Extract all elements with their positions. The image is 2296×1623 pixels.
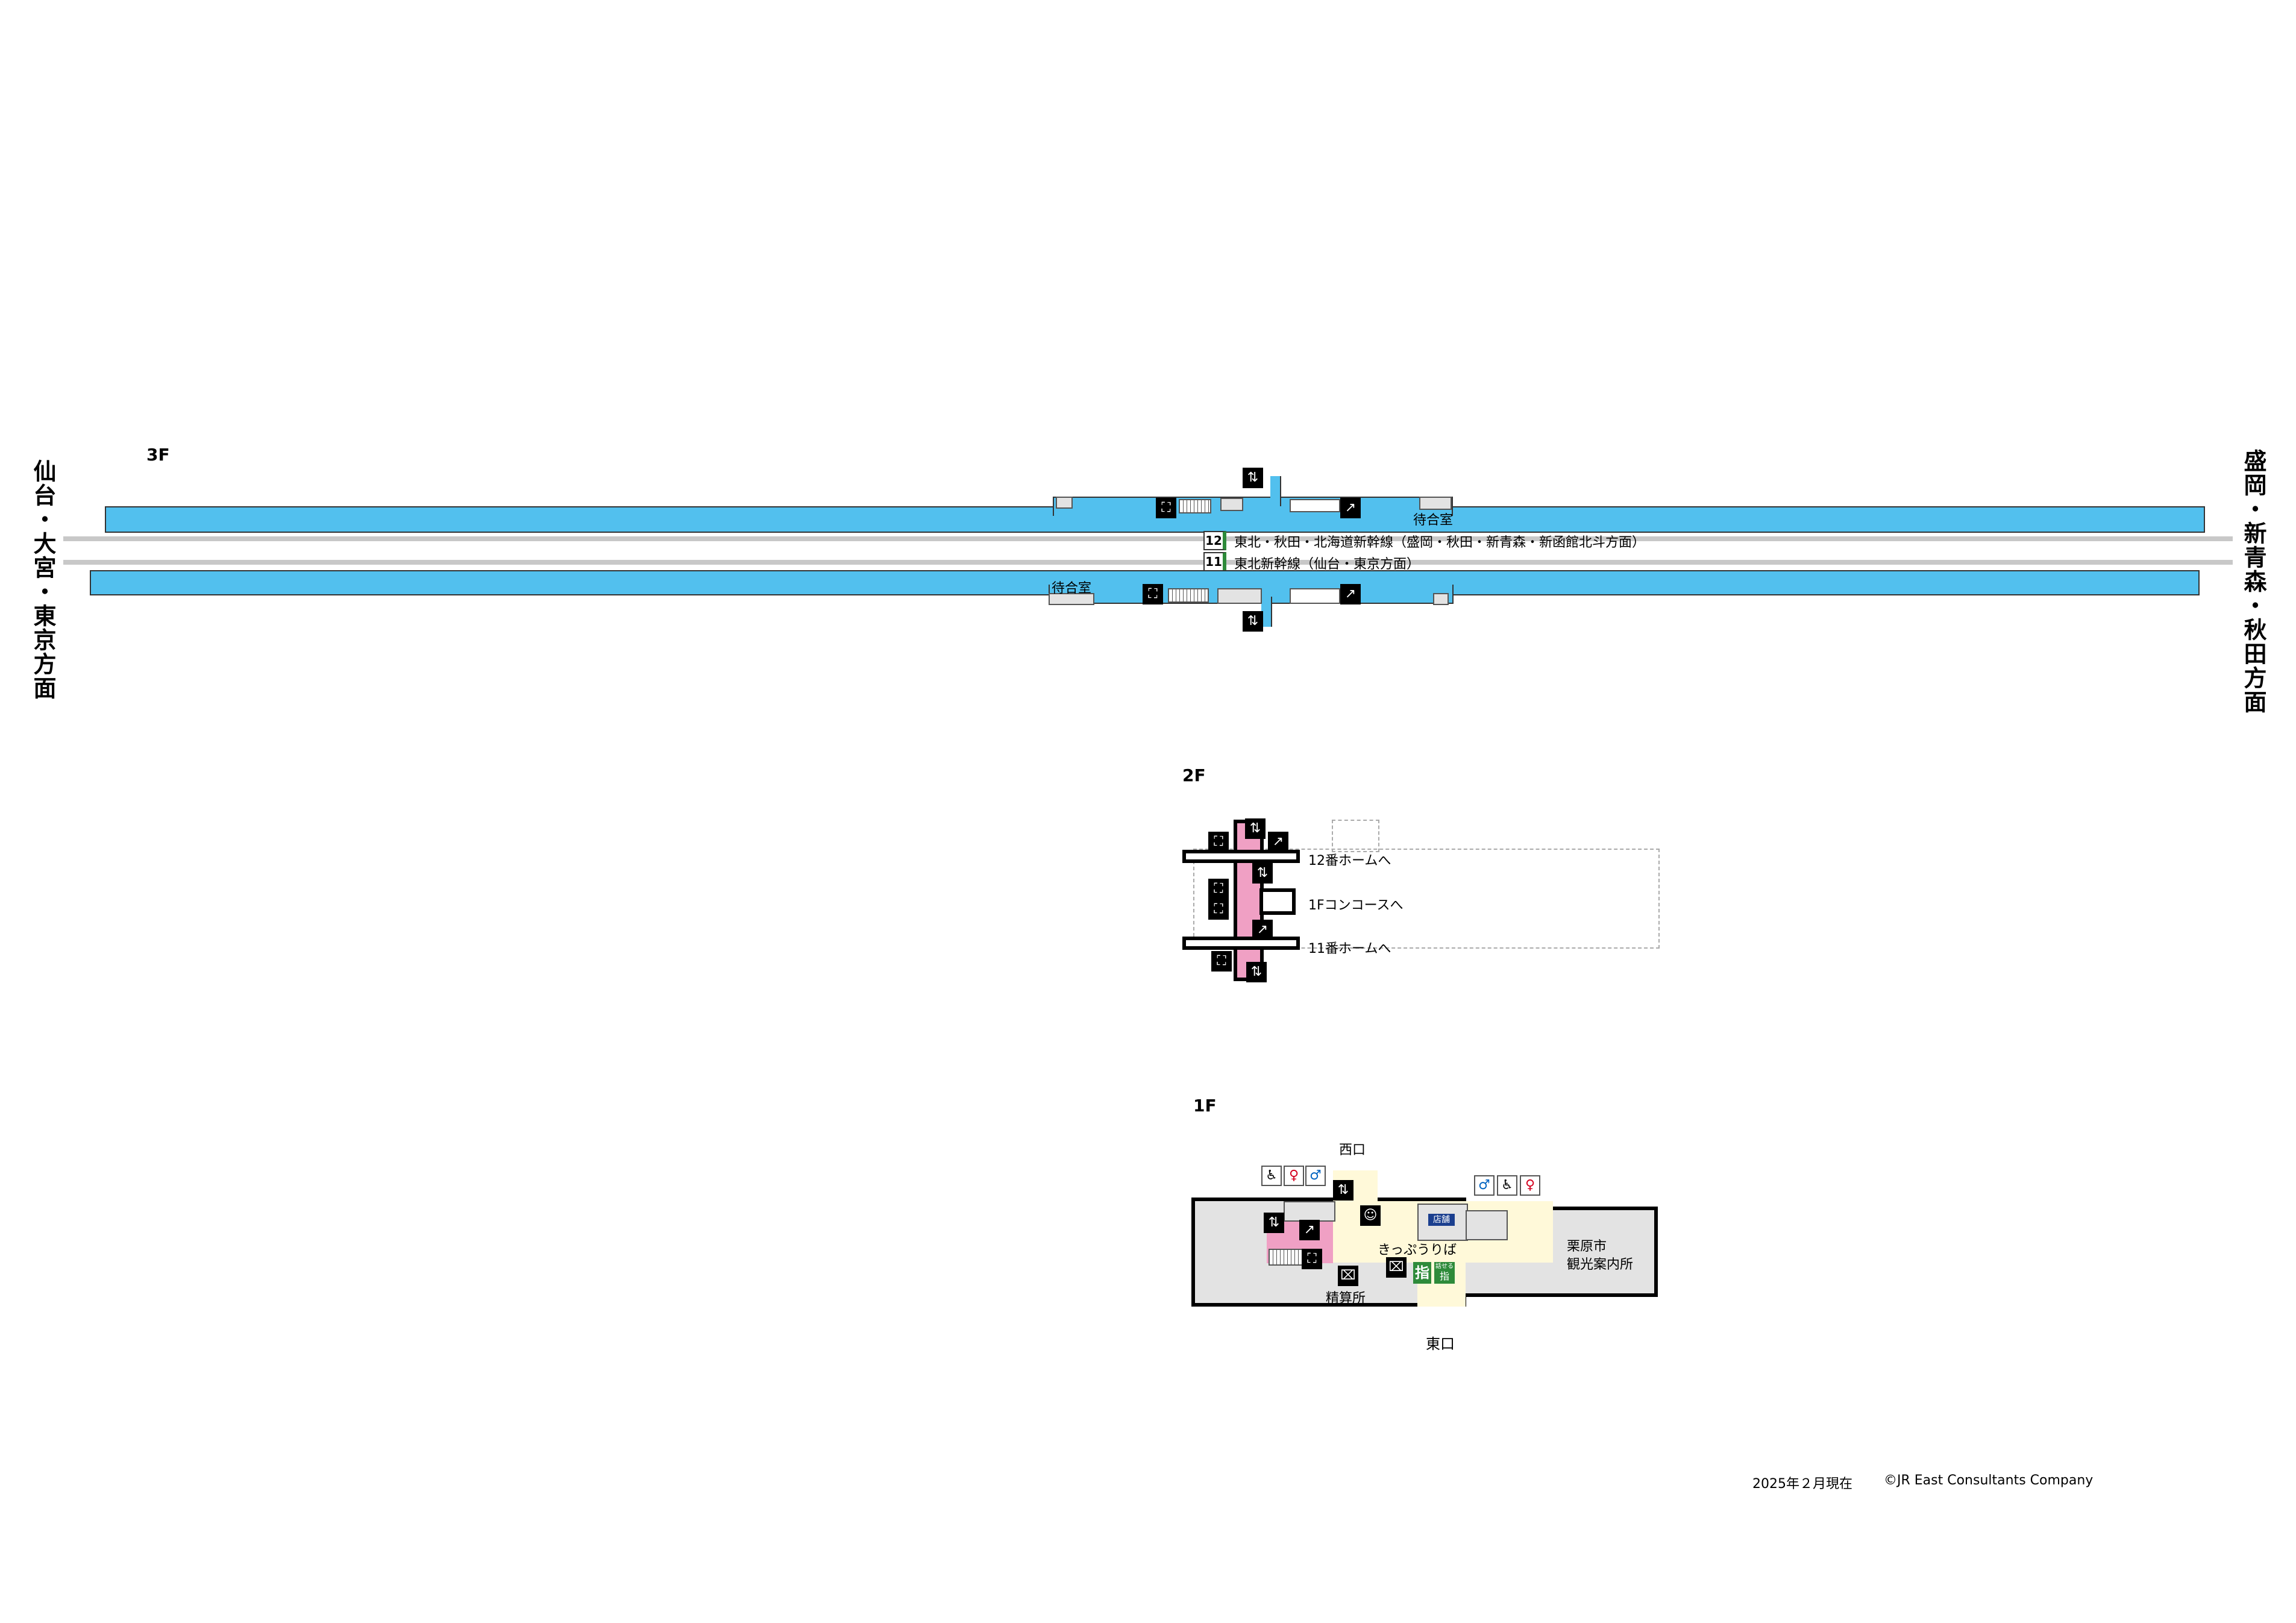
track-11-destination: 東北新幹線（仙台・東京方面） <box>1234 557 1420 572</box>
ticket-machine-icon: ⌧ <box>1386 1257 1407 1278</box>
stairs-icon: ⛶ <box>1143 584 1163 604</box>
stairs-3f-upper <box>1179 499 1211 513</box>
stairs-3f-lower <box>1168 588 1209 603</box>
elevator-shaft-lower <box>1261 597 1272 627</box>
waiting-room-label: 待合室 <box>1413 513 1454 528</box>
outline <box>1332 820 1379 852</box>
outline <box>1193 849 1660 949</box>
track-12-destination: 東北・秋田・北海道新幹線（盛岡・秋田・新青森・新函館北斗方面） <box>1234 535 1646 550</box>
escalator-icon: ↗ <box>1340 584 1361 604</box>
room-block <box>1217 588 1262 604</box>
elevator-icon: ⇅ <box>1246 962 1267 982</box>
tourist-info-label-1: 栗原市 <box>1567 1239 1607 1254</box>
room-block <box>1220 498 1243 511</box>
elevator-icon: ⇅ <box>1245 818 1266 839</box>
stairs-icon: ⛶ <box>1211 951 1232 972</box>
toilet-block-west <box>1284 1201 1335 1222</box>
stairs-icon: ⛶ <box>1208 832 1229 852</box>
reserved-ticket-office-icon: 指 <box>1413 1262 1431 1284</box>
womens-toilet-icon: ♀ <box>1284 1166 1304 1186</box>
stairs-icon: ⛶ <box>1302 1249 1322 1269</box>
elevator-icon: ⇅ <box>1243 468 1263 488</box>
stairs-icon: ⛶ <box>1156 498 1176 518</box>
footer-copyright: ©JR East Consultants Company <box>1884 1473 2094 1488</box>
to-platform-12-label: 12番ホームへ <box>1308 853 1391 868</box>
stairs-icon: ⛶ <box>1208 899 1229 920</box>
womens-toilet-icon: ♀ <box>1520 1175 1540 1196</box>
talking-reserved-ticket-machine-icon: 話せる指 <box>1434 1262 1455 1284</box>
track-12 <box>63 536 2233 541</box>
stairs-1f <box>1269 1249 1307 1266</box>
platform-12-bump <box>1053 497 1453 516</box>
toilet-block-east <box>1466 1210 1508 1240</box>
talking-sub-label: 指 <box>1439 1270 1449 1282</box>
east-exit-label: 東口 <box>1426 1336 1455 1352</box>
fare-adjustment-label: 精算所 <box>1326 1291 1366 1306</box>
tourist-info-label-2: 観光案内所 <box>1567 1257 1634 1272</box>
elevator-icon: ⇅ <box>1333 1180 1353 1201</box>
west-exit-label: 西口 <box>1339 1143 1366 1158</box>
direction-right: 盛岡・新青森・秋田方面 <box>2240 449 2266 714</box>
stair-wing-concourse <box>1259 888 1296 915</box>
track-number-12: 12 <box>1203 531 1226 550</box>
to-concourse-label: 1Fコンコースへ <box>1308 898 1404 913</box>
accessible-toilet-icon: ♿ <box>1497 1175 1517 1196</box>
floor-label-2f: 2F <box>1182 765 1206 785</box>
track-11 <box>63 560 2233 565</box>
store-label: 店舗 <box>1428 1214 1455 1226</box>
stair-wing-12 <box>1182 850 1300 863</box>
mens-toilet-icon: ♂ <box>1305 1166 1326 1186</box>
accessible-toilet-icon: ♿ <box>1261 1166 1282 1186</box>
waiting-room-block-lower <box>1049 593 1094 605</box>
direction-left: 仙台・大宮・東京方面 <box>30 459 56 700</box>
elevator-icon: ⇅ <box>1264 1213 1284 1233</box>
elevator-icon: ⇅ <box>1252 863 1273 884</box>
track-number-11: 11 <box>1203 552 1226 571</box>
elevator-icon: ⇅ <box>1243 611 1263 632</box>
fare-adjustment-icon: ⌧ <box>1338 1266 1358 1286</box>
to-platform-11-label: 11番ホームへ <box>1308 941 1391 956</box>
escalator-icon: ↗ <box>1299 1220 1320 1240</box>
escalator-3f-upper <box>1290 499 1340 512</box>
escalator-icon: ↗ <box>1340 498 1361 518</box>
footer-date: 2025年２月現在 <box>1752 1477 1852 1492</box>
escalator-icon: ↗ <box>1252 920 1273 940</box>
floor-label-1f: 1F <box>1193 1096 1217 1116</box>
room-block <box>1056 497 1073 509</box>
waiting-room-block-upper <box>1419 497 1452 510</box>
elevator-shaft-upper <box>1270 476 1281 506</box>
baby-room-icon: ☺ <box>1360 1205 1381 1226</box>
talking-label: 話せる <box>1435 1263 1454 1270</box>
room-block <box>1433 593 1449 605</box>
stair-wing-11 <box>1182 937 1300 950</box>
escalator-icon: ↗ <box>1268 832 1288 852</box>
escalator-3f-lower <box>1290 588 1340 604</box>
mens-toilet-icon: ♂ <box>1474 1175 1495 1196</box>
stairs-icon: ⛶ <box>1208 879 1229 899</box>
ticket-office-label: きっぷうりば <box>1378 1243 1457 1258</box>
waiting-room-label: 待合室 <box>1052 581 1092 596</box>
floor-label-3f: 3F <box>146 445 170 465</box>
